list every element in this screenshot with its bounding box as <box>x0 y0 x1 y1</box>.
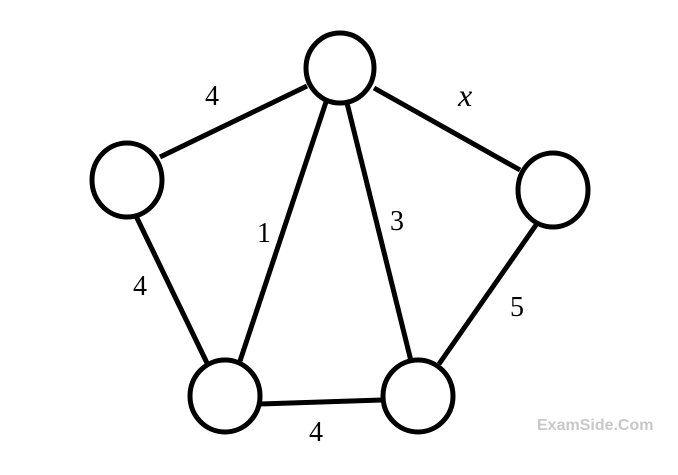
weight-top-left: 4 <box>205 81 219 112</box>
weight-right-bottom-right: 5 <box>510 292 524 323</box>
weight-bottom: 4 <box>309 417 323 448</box>
watermark: ExamSide.Com <box>537 417 653 434</box>
weight-top-bottom-left: 1 <box>257 218 271 249</box>
weight-left-bottom-left: 4 <box>133 271 147 302</box>
edge-top-left <box>158 83 309 160</box>
edge-right-bottom-right <box>436 223 539 366</box>
node-top <box>303 30 377 106</box>
edge-left-bottom-left <box>133 214 210 365</box>
edge-top-bottom-left <box>237 101 329 362</box>
node-left <box>89 140 165 220</box>
node-right <box>515 150 591 230</box>
edge-bottom <box>259 397 384 407</box>
node-bottom-right <box>380 357 456 435</box>
weight-top-bottom-right: 3 <box>390 206 404 237</box>
edge-top-right <box>372 85 522 173</box>
node-bottom-left <box>187 357 263 435</box>
edge-top-bottom-right <box>344 102 414 362</box>
weight-top-right: x <box>457 77 472 113</box>
